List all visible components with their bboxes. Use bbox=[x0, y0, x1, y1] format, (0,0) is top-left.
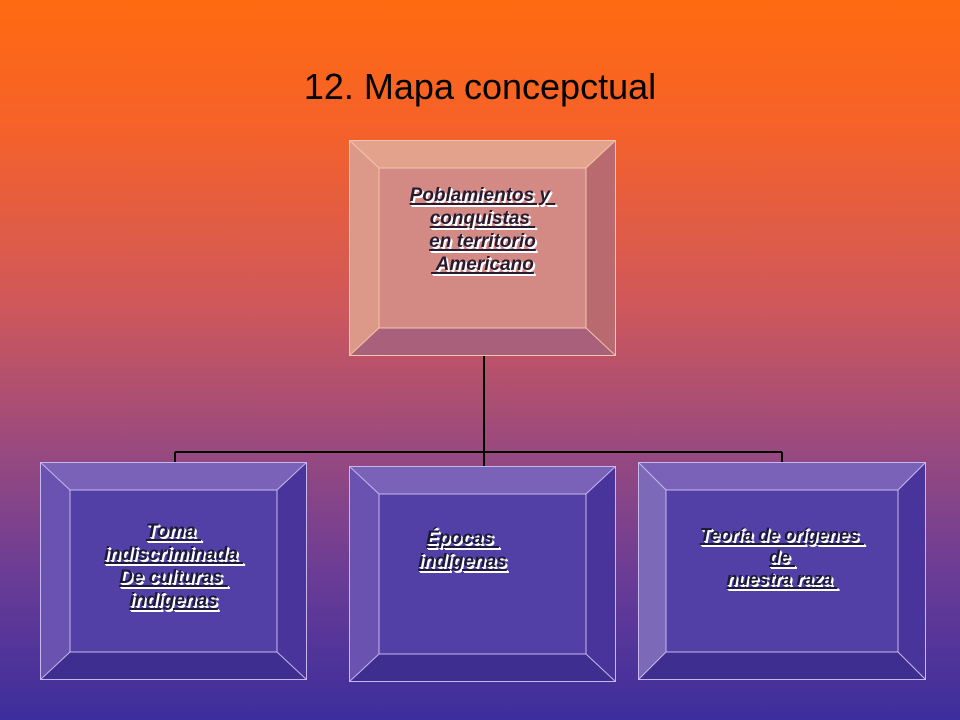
child-node-toma: Toma indiscriminada De culturas indígena… bbox=[40, 462, 307, 680]
child-node-face: Teoría de orígenes de nuestra raza bbox=[666, 490, 898, 652]
root-bevel bbox=[349, 140, 616, 356]
child-node-label: Teoría de orígenes de nuestra raza bbox=[699, 525, 860, 589]
child-node-face: Épocas indígenas bbox=[379, 494, 586, 654]
child-node-label: Toma indiscriminada De culturas indígena… bbox=[103, 520, 238, 612]
child-bevel bbox=[349, 466, 616, 682]
page-title: 12. Mapa concepctual bbox=[303, 66, 657, 107]
child-node-face: Toma indiscriminada De culturas indígena… bbox=[40, 490, 307, 652]
child-node-epocas: Épocas indígenas bbox=[349, 466, 616, 682]
root-node: Poblamientos y conquistas en territorio … bbox=[349, 140, 616, 356]
root-node-face: Poblamientos y conquistas en territorio … bbox=[379, 168, 586, 328]
child-node-teoria: Teoría de orígenes de nuestra raza bbox=[638, 462, 926, 680]
child-bevel bbox=[638, 462, 926, 680]
child-node-label: Épocas indígenas bbox=[418, 527, 507, 572]
child-bevel bbox=[40, 462, 307, 680]
root-node-label: Poblamientos y conquistas en territorio … bbox=[409, 184, 551, 276]
